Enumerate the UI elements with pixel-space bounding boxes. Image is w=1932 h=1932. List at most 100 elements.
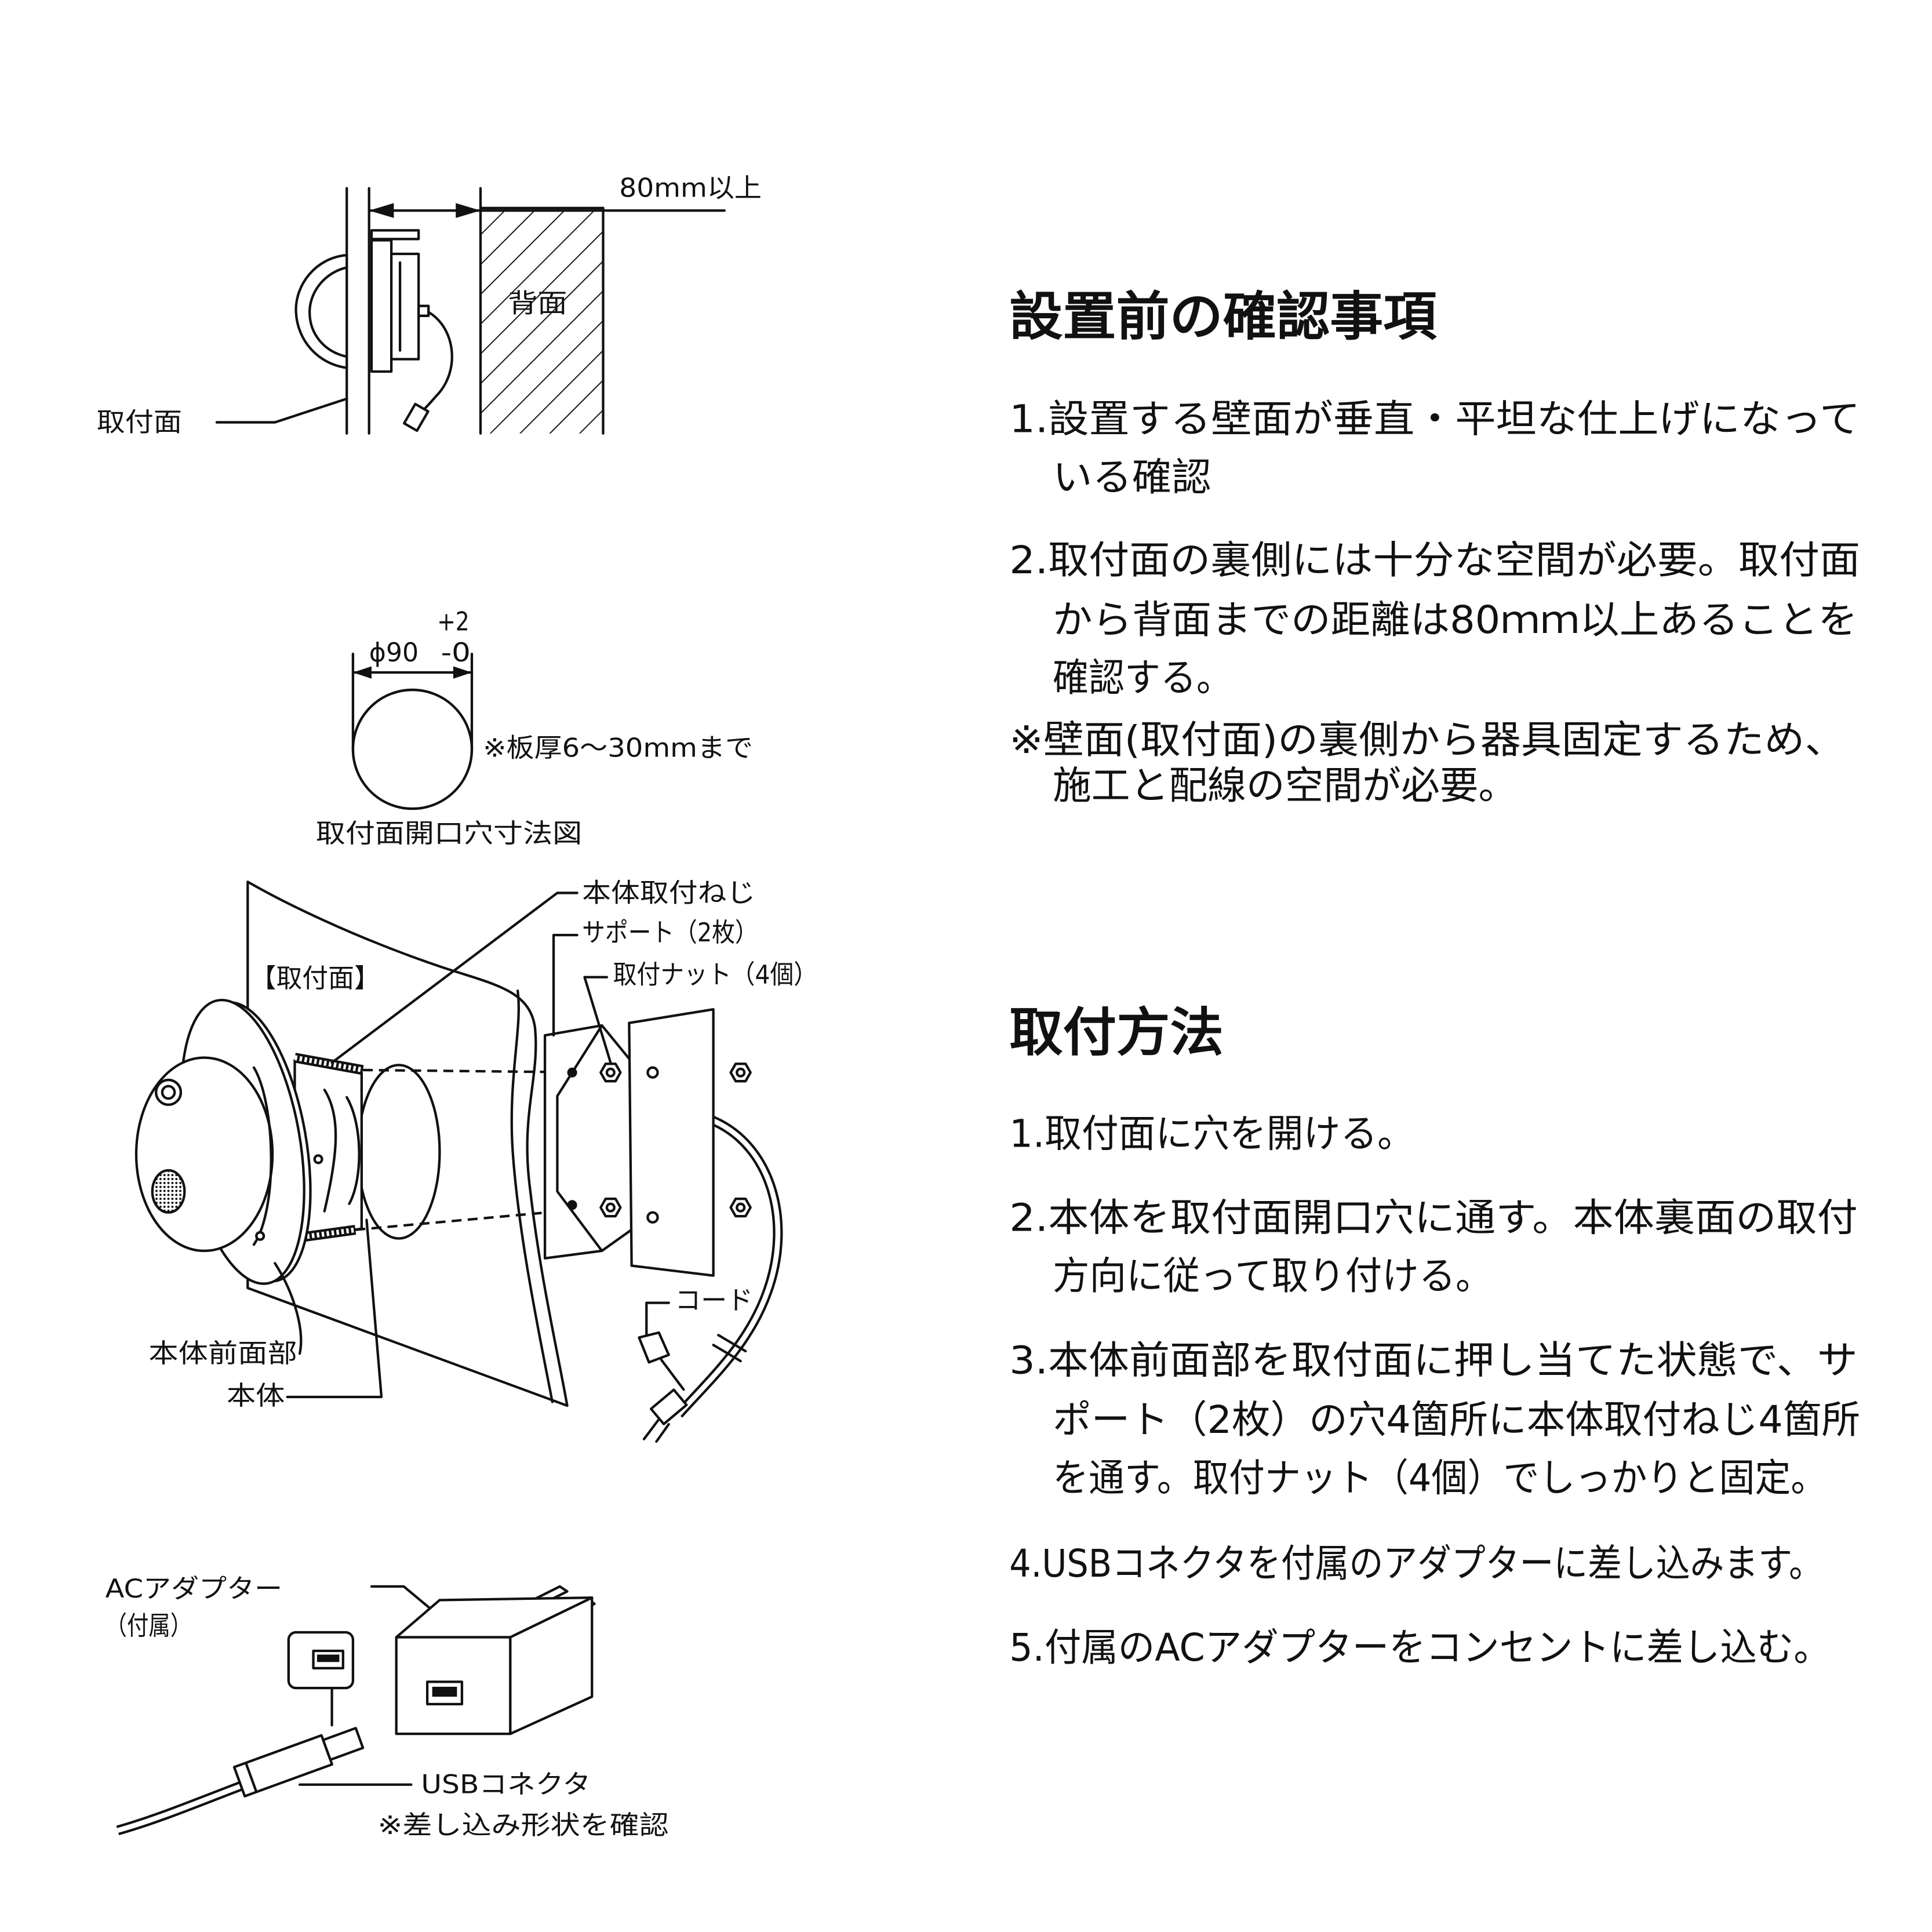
back-wall-hatch — [480, 208, 603, 434]
usb-plug-grip — [244, 1762, 258, 1793]
cable-plug — [403, 402, 430, 432]
sensor-lens — [161, 1085, 176, 1100]
adapter-note: （付属） — [105, 1610, 192, 1641]
step-line: ポート（2枚）の穴4箇所に本体取付ねじ4箇所 — [1053, 1398, 1860, 1442]
usb-port-slot — [432, 1686, 457, 1697]
nut-icon-2-hole — [605, 1202, 616, 1213]
support-hole-bottom — [567, 1200, 577, 1210]
nut-icon-1-hole — [605, 1067, 616, 1078]
dimension-arrow-left — [369, 203, 394, 219]
cord-end-stub — [642, 1418, 660, 1440]
note-line: ※壁面(取付面)の裏側から器具固定するため、 — [1009, 718, 1845, 762]
support-plate-ridge — [556, 1024, 603, 1253]
bracket-plate — [370, 239, 393, 373]
installation-diagram: 本体取付ねじ サポート（2枚） 取付ナット（4個） 【取付面】 コード 本体前面… — [134, 877, 818, 1443]
bottom-screw-guide — [355, 1206, 602, 1231]
screw-hole-1 — [313, 1154, 323, 1165]
cord-end-connector — [649, 1388, 688, 1425]
nut-icon-2 — [599, 1198, 622, 1218]
install-surface-label: 【取付面】 — [250, 963, 380, 994]
list-item-line: 1.設置する壁面が垂直・平坦な仕上げになって — [1009, 397, 1860, 442]
list-item-line: 確認する。 — [1053, 656, 1232, 700]
support-label: サポート（2枚） — [582, 917, 758, 948]
bracket-top-screw — [370, 229, 420, 241]
surface-leader — [215, 397, 348, 424]
usb-cable-fill — [117, 1781, 249, 1833]
dimension-arrow-right — [456, 203, 481, 219]
adapter-leader — [370, 1585, 442, 1619]
cord-label: コード — [675, 1285, 753, 1315]
dome-junction — [252, 1066, 272, 1246]
body-label: 本体 — [227, 1380, 285, 1411]
list-item-line: いる確認 — [1053, 455, 1211, 500]
camera-body-inner-2 — [345, 1096, 361, 1205]
cable-tie-1 — [717, 1334, 747, 1353]
camera-dome-side — [294, 253, 348, 369]
thickness-note: ※板厚6～30mmまで — [483, 732, 753, 763]
callout-port-slot — [316, 1654, 340, 1662]
nut-icon-3 — [729, 1063, 752, 1083]
section-heading: 設置前の確認事項 — [1009, 287, 1437, 347]
diameter-label: ϕ90 — [369, 637, 419, 668]
cord-end-stub-2 — [655, 1422, 670, 1443]
clearance-diagram: 80mm以上 背面 取付面 — [97, 173, 762, 438]
cord-leader — [645, 1301, 670, 1337]
list-item-line: から背面までの距離は80ｍｍ以上あることを — [1053, 598, 1858, 642]
install-steps: 取付方法 1.取付面に穴を開ける。 2.本体を取付面開口穴に通す。本体裏面の取付… — [1009, 1003, 1860, 1670]
adapter-diagram: ACアダプター （付属） USBコネクタ ※差し込み形状を確認 — [105, 1573, 669, 1840]
front-label: 本体前面部 — [148, 1338, 297, 1369]
surface-label: 取付面 — [97, 407, 182, 438]
step-line: 方向に従って取り付ける。 — [1053, 1254, 1492, 1298]
nut-icon-4 — [729, 1198, 752, 1218]
back-support-plate — [628, 1008, 715, 1277]
step-line: 3.本体前面部を取付面に押し当てた状態で、サ — [1009, 1338, 1858, 1382]
usb-note: ※差し込み形状を確認 — [378, 1810, 669, 1840]
usb-plug-icon — [232, 1727, 365, 1798]
cord-connector — [638, 1331, 670, 1364]
top-screw-thread — [294, 1055, 363, 1073]
step-line: 2.本体を取付面開口穴に通す。本体裏面の取付 — [1009, 1196, 1858, 1240]
usb-label: USBコネクタ — [421, 1769, 591, 1800]
note-line: 施工と配線の空間が必要。 — [1053, 763, 1517, 808]
cable-tie-2 — [712, 1344, 742, 1363]
camera-dome-inner — [308, 266, 348, 358]
hole-dimension-diagram: ϕ90 +2 -0 ※板厚6～30mmまで 取付面開口穴寸法図 — [316, 606, 753, 848]
back-label: 背面 — [508, 288, 567, 318]
wall-panel-thickness — [510, 989, 554, 1403]
nut-icon-4-hole — [736, 1202, 746, 1213]
step-line: 1.取付面に穴を開ける。 — [1009, 1111, 1414, 1156]
step-line: 5.付属のACアダプターをコンセントに差し込む。 — [1009, 1625, 1831, 1670]
nut-icon-3-hole — [736, 1067, 746, 1078]
cord-connector-line — [660, 1358, 685, 1391]
usb-plug-tip — [322, 1727, 365, 1762]
diameter-arrow-right — [453, 666, 472, 679]
nut-leader — [583, 976, 612, 1064]
speaker-mesh-icon — [151, 1169, 186, 1214]
diameter-arrow-left — [352, 666, 372, 679]
hole-caption: 取付面開口穴寸法図 — [316, 818, 582, 849]
adapter-label: ACアダプター — [105, 1573, 283, 1604]
step-line: 4.USBコネクタを付属のアダプターに差し込みます。 — [1009, 1541, 1823, 1586]
body-leader — [286, 1218, 383, 1399]
support-hole-top — [567, 1067, 577, 1078]
back-plate-hole-bottom — [646, 1211, 659, 1224]
screw-leader — [330, 892, 578, 1064]
screw-hole-2 — [255, 1231, 265, 1241]
tolerance-minus: -0 — [441, 637, 471, 668]
dimension-label: 80mm以上 — [619, 173, 762, 203]
cable-terminal — [417, 304, 430, 317]
mounting-hole — [356, 1064, 441, 1240]
nut-label: 取付ナット（4個） — [613, 959, 818, 989]
cable — [420, 311, 453, 414]
nut-icon-1 — [599, 1063, 622, 1083]
support-leader — [552, 933, 578, 1037]
pre-install-checklist: 設置前の確認事項 1.設置する壁面が垂直・平坦な仕上げになって いる確認 2.取… — [1009, 287, 1860, 808]
bracket-box — [390, 252, 420, 361]
front-leader — [274, 1262, 303, 1355]
section-heading: 取付方法 — [1009, 1003, 1224, 1063]
tolerance-plus: +2 — [437, 606, 470, 636]
camera-body-inner-1 — [323, 1089, 337, 1213]
list-item-line: 2.取付面の裏側には十分な空間が必要。取付面 — [1009, 538, 1860, 583]
sensor-icon — [155, 1078, 183, 1106]
